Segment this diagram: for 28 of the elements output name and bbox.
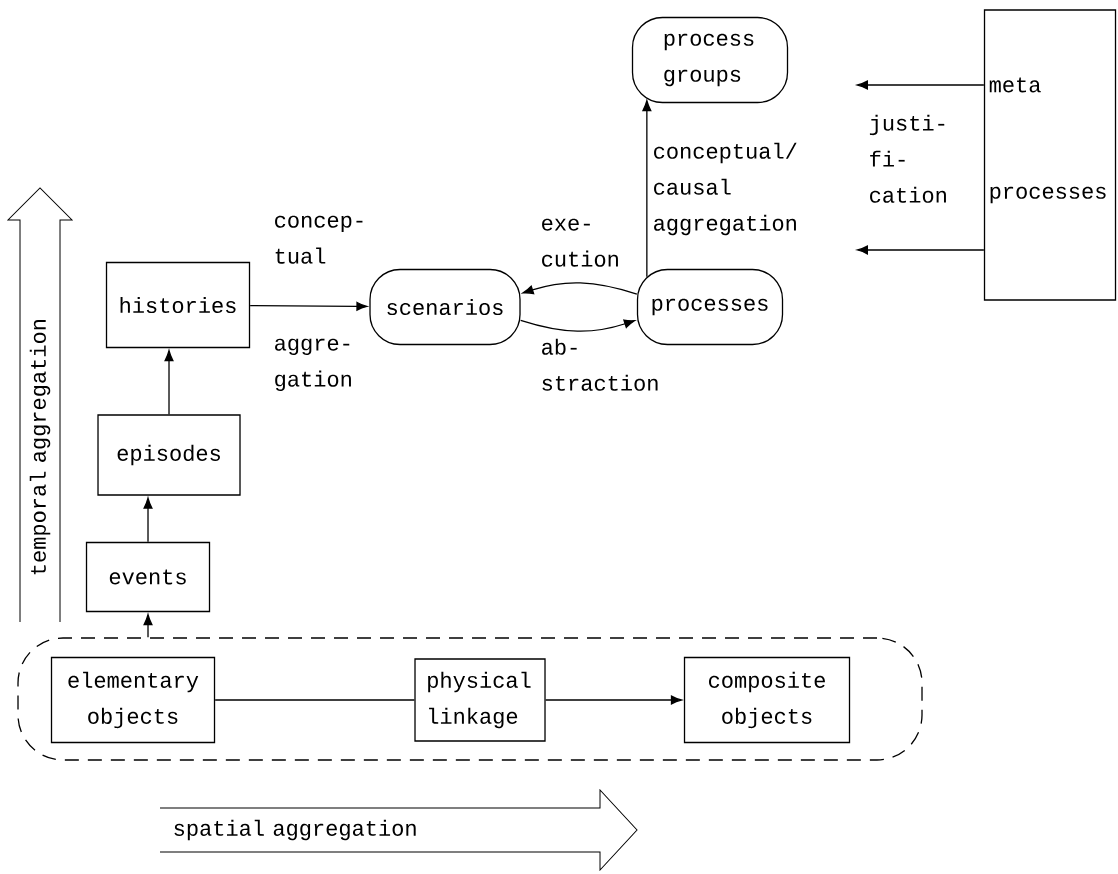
- label-text: aggre- gation: [275, 338, 351, 392]
- axis-label: spatial aggregation: [174, 819, 416, 841]
- arrow: [143, 497, 153, 543]
- label-text: justi- fi- cation: [869, 114, 946, 203]
- arrow: [857, 245, 985, 255]
- arrow: [249, 301, 368, 311]
- process-box: processes: [636, 268, 784, 346]
- arrow: [143, 614, 153, 638]
- dashed-outline: [17, 637, 923, 761]
- object-box: physical linkage: [414, 658, 546, 742]
- process-box: process groups: [631, 16, 789, 104]
- arrow: [857, 80, 985, 90]
- arrow: [545, 695, 682, 705]
- process-box: scenarios: [369, 268, 521, 346]
- object-box: composite objects: [683, 656, 851, 744]
- arrow: [642, 100, 652, 278]
- edge-label: conceptual/ causal aggregation: [654, 142, 797, 236]
- arrow: [522, 282, 638, 295]
- process-box: events: [85, 541, 211, 613]
- process-box: episodes: [97, 414, 241, 496]
- process-box: histories: [105, 261, 251, 349]
- object-box: elementary objects: [50, 656, 216, 744]
- arrow: [164, 350, 174, 415]
- label-text: concep- tual: [275, 215, 363, 264]
- arrow: [520, 319, 635, 332]
- process-box: meta processes: [983, 9, 1117, 301]
- axis-label: temporal aggregation: [29, 320, 51, 575]
- edge-label: exe- cution: [542, 218, 618, 267]
